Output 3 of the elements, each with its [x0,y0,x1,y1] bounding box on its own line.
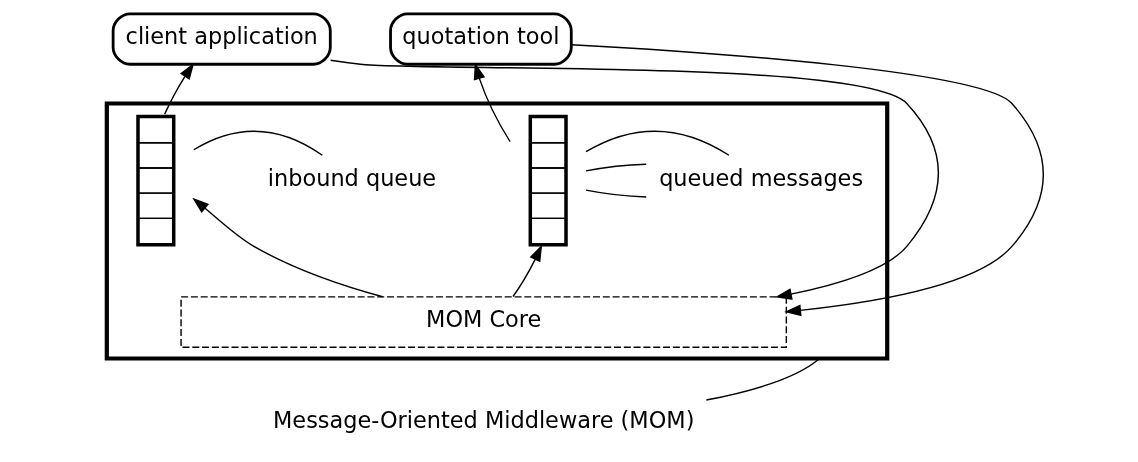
node-text: queued messages [658,164,863,191]
node-text: inbound queue [267,164,436,191]
node-text: Message-Oriented Middleware (MOM) [272,407,694,434]
